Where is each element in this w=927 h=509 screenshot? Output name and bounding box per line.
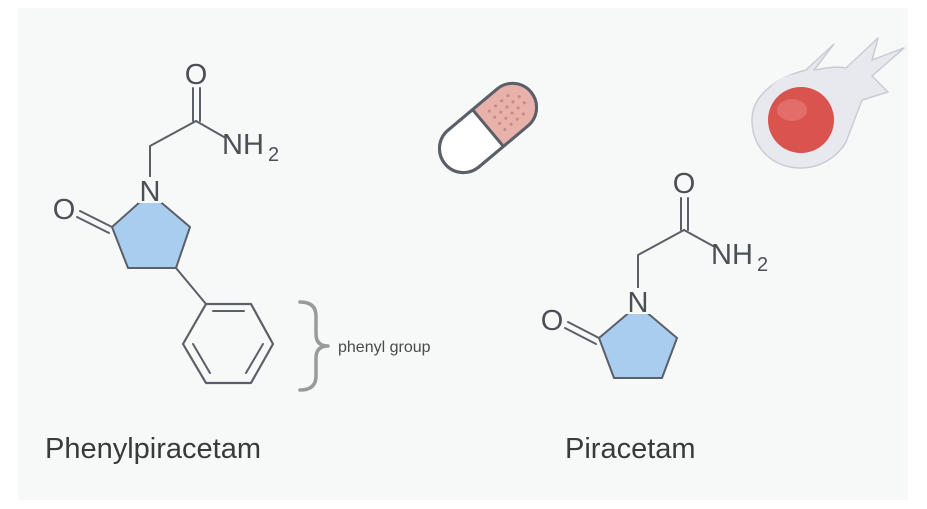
capsule-pill-icon	[437, 81, 539, 175]
phenylpiracetam-amide-bond	[195, 120, 225, 138]
phenyl-ring	[181, 302, 275, 385]
piracetam-ring-n: N	[628, 287, 649, 319]
piracetam-name: Piracetam	[565, 433, 696, 465]
phenyl-group-brace	[298, 300, 330, 392]
piracetam-n-ch2-bond	[637, 229, 685, 291]
phenylpiracetam-carbonyl-o: O	[185, 59, 208, 91]
phenyl-ring-inner-bonds	[192, 310, 264, 374]
piracetam-amide-nh: NH	[711, 239, 753, 271]
phenylpiracetam-amide-subscript: 2	[268, 144, 279, 166]
phenylpiracetam-n-ch2-bond	[149, 120, 197, 179]
phenylpiracetam-ring-phenyl-bond	[175, 267, 207, 305]
piracetam-lactam-double-bond	[564, 321, 600, 345]
piracetam-pyrrolidone-ring	[598, 304, 678, 379]
phenylpiracetam-lactam-o: O	[53, 194, 76, 226]
piracetam-structure: N O NH 2 O	[541, 168, 768, 379]
piracetam-lactam-o: O	[541, 305, 564, 337]
phenyl-group-label: phenyl group	[338, 339, 431, 356]
piracetam-carbonyl-o: O	[673, 168, 696, 200]
phenylpiracetam-name: Phenylpiracetam	[45, 433, 261, 465]
phenylpiracetam-n-label-bg	[138, 177, 162, 203]
piracetam-amide-subscript: 2	[757, 254, 768, 276]
comet-tablet-icon	[751, 37, 905, 169]
phenylpiracetam-amide-nh: NH	[222, 129, 264, 161]
phenylpiracetam-lactam-double-bond	[76, 210, 113, 234]
piracetam-carbonyl-double-bond	[680, 197, 689, 231]
piracetam-amide-bond	[683, 229, 714, 247]
phenylpiracetam-ring-n: N	[140, 176, 161, 208]
phenylpiracetam-structure: N O NH 2 O phenyl group	[53, 59, 431, 392]
phenylpiracetam-pyrrolidone-ring	[111, 192, 191, 269]
piracetam-n-label-bg	[626, 288, 650, 314]
phenylpiracetam-carbonyl-double-bond	[192, 87, 201, 122]
